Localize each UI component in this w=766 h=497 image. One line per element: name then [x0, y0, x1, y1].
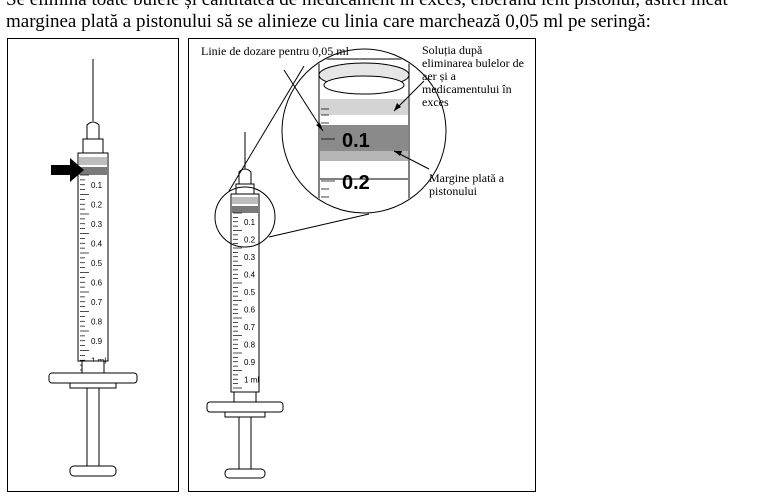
- scale-label: 0.2: [244, 235, 256, 244]
- scale-label: 0.9: [91, 337, 103, 346]
- scale-label: 0.6: [91, 278, 103, 287]
- scale-label: 0.3: [91, 220, 103, 229]
- scale-label: 0.1: [244, 218, 256, 227]
- magnifier-small-circle: [214, 186, 276, 248]
- scale-label: 0.7: [244, 323, 256, 332]
- scale-label: 0.5: [244, 288, 256, 297]
- annotation-dose-line: Linie de dozare pentru 0,05 ml: [201, 44, 349, 58]
- scale-label: 0.3: [244, 253, 256, 262]
- scale-label: 0.7: [91, 298, 103, 307]
- instruction-line-1: Se elimină toate bulele și cantitatea de…: [6, 0, 728, 11]
- scale-label: 1 ml: [244, 375, 259, 384]
- scale-label: 0.2: [91, 200, 103, 209]
- scale-label: 0.8: [244, 340, 256, 349]
- pointer-arrow-icon: [51, 158, 84, 182]
- scale-label: 0.1: [91, 181, 103, 190]
- syringe-right-drawing: 0.1 0.2 0.3 0.4 0.5 0.6 0.7 0.8 0.9 1 ml: [206, 48, 447, 479]
- syringe-figure-left: 0.10.20.30.40.50.60.70.80.91 ml: [7, 38, 179, 492]
- plunger-rod: [86, 387, 100, 467]
- scale-label: 0.5: [91, 259, 103, 268]
- zoom-label-0-2: 0.2: [342, 172, 370, 194]
- annotation-plunger-edge: Margine plată a pistonului: [429, 171, 505, 198]
- syringe-left-drawing: 0.10.20.30.40.50.60.70.80.91 ml: [48, 59, 138, 477]
- zoom-label-0-1: 0.1: [342, 130, 370, 152]
- scale-label: 0.8: [91, 317, 103, 326]
- annotation-solution: Soluția după eliminarea bulelor de aer ș…: [422, 43, 524, 109]
- finger-flange: [48, 372, 138, 384]
- plunger-thumb-press: [69, 465, 117, 477]
- scale-label: 0.4: [244, 270, 256, 279]
- scale-label: 0.4: [91, 239, 103, 248]
- syringe-figure-right: 0.1 0.2 0.3 0.4 0.5 0.6 0.7 0.8 0.9 1 ml: [188, 38, 536, 492]
- scale-label: 0.9: [244, 358, 256, 367]
- instruction-line-2: marginea plată a pistonului să se alinie…: [6, 11, 651, 32]
- scale-label: 0.6: [244, 305, 256, 314]
